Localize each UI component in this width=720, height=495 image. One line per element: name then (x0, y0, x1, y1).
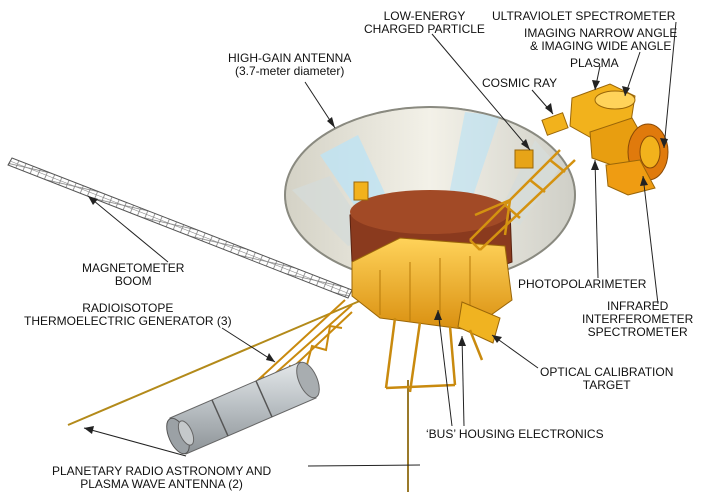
bus-body (349, 190, 513, 331)
label-uv-spectrometer: ULTRAVIOLET SPECTROMETER (492, 9, 676, 23)
label-radio-line2: PLASMA WAVE ANTENNA (2) (80, 477, 243, 491)
label-low-energy-line1: LOW-ENERGY (383, 9, 466, 23)
label-magnetometer-boom: MAGNETOMETER BOOM (82, 262, 184, 288)
cosmic-ray-instrument (541, 112, 569, 136)
label-hga-line1: HIGH-GAIN ANTENNA (228, 51, 352, 65)
leader-magnetometer (87, 195, 169, 263)
leader-photopolarimeter (594, 159, 599, 279)
label-optical-calibration: OPTICAL CALIBRATION TARGET (540, 366, 673, 392)
label-magnetometer-line1: MAGNETOMETER (82, 261, 185, 275)
leader-arrowheads (84, 80, 668, 434)
label-optical-line2: TARGET (582, 378, 631, 392)
low-energy-instrument (514, 149, 534, 169)
label-magnetometer-line2: BOOM (114, 274, 152, 288)
label-rtg: RADIOISOTOPE THERMOELECTRIC GENERATOR (3… (24, 302, 232, 328)
label-hga-line2: (3.7-meter diameter) (234, 64, 345, 78)
label-low-energy-line2: CHARGED PARTICLE (364, 22, 485, 36)
label-radio-line1: PLANETARY RADIO ASTRONOMY AND (52, 464, 272, 478)
leader-lines (83, 21, 677, 467)
label-rtg-line2: THERMOELECTRIC GENERATOR (3) (24, 314, 232, 328)
leader-low-energy (431, 33, 531, 151)
label-infrared: INFRARED INTERFEROMETER SPECTROMETER (582, 300, 693, 339)
radio-antenna (67, 299, 409, 492)
label-photopolarimeter: PHOTOPOLARIMETER (518, 277, 647, 291)
leader-uv (663, 21, 677, 149)
label-infrared-line1: INFRARED (607, 299, 669, 313)
label-imaging-line1: IMAGING NARROW ANGLE (524, 26, 678, 40)
label-high-gain-antenna: HIGH-GAIN ANTENNA (3.7-meter diameter) (228, 52, 351, 78)
label-infrared-line3: SPECTROMETER (587, 325, 688, 339)
small-sensor-on-dish (353, 181, 369, 201)
leader-rtg (221, 327, 276, 363)
label-rtg-line1: RADIOISOTOPE (82, 301, 174, 315)
rtg-generator (166, 361, 320, 455)
label-imaging-line2: & IMAGING WIDE ANGLE (530, 39, 672, 53)
leader-optical (491, 334, 539, 369)
leader-radio-2 (83, 427, 187, 457)
label-optical-line1: OPTICAL CALIBRATION (540, 365, 674, 379)
label-cosmic-ray: COSMIC RAY (482, 76, 558, 90)
leader-bus-1 (437, 309, 453, 427)
label-imaging: IMAGING NARROW ANGLE & IMAGING WIDE ANGL… (524, 27, 677, 53)
scan-platform (569, 83, 669, 196)
label-low-energy: LOW-ENERGY CHARGED PARTICLE (364, 10, 485, 36)
label-infrared-line2: INTERFEROMETER (582, 312, 694, 326)
leader-bus-2 (461, 335, 465, 427)
leader-infrared (642, 175, 659, 305)
science-boom (469, 149, 576, 251)
label-bus-housing: ‘BUS’ HOUSING ELECTRONICS (426, 427, 604, 441)
leader-radio (307, 464, 421, 467)
label-plasma: PLASMA (570, 56, 619, 70)
label-radio-antenna: PLANETARY RADIO ASTRONOMY AND PLASMA WAV… (52, 465, 271, 491)
optical-calibration-target (457, 301, 501, 344)
bus-struts (384, 317, 484, 393)
